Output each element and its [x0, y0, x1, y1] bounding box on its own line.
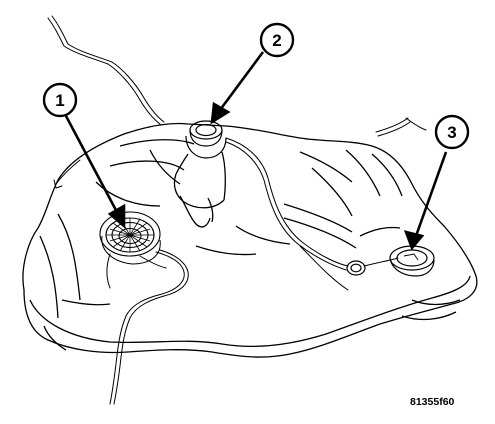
callout-2-number: 2 [272, 31, 281, 50]
arrowhead-2 [210, 101, 231, 125]
arrowhead-3 [403, 230, 425, 251]
leader-line-2 [218, 51, 265, 111]
rollover-valve [185, 120, 227, 159]
callout-3-number: 3 [447, 123, 456, 142]
callout-1: 1 [42, 82, 78, 118]
leader-line-3 [414, 151, 448, 237]
leader-line-1 [64, 115, 120, 215]
fuel-lines [47, 15, 427, 405]
leader-arrows [64, 51, 448, 251]
callout-3: 3 [434, 114, 470, 150]
fuel-level-sensor [389, 245, 435, 277]
figure-id: 81355f60 [410, 396, 455, 408]
callout-2: 2 [259, 22, 295, 58]
arrowhead-1 [107, 203, 126, 229]
vent-fitting [346, 260, 366, 276]
fuel-tank-body [22, 122, 478, 358]
callout-1-number: 1 [55, 91, 64, 110]
fuel-pump-module [99, 211, 161, 265]
